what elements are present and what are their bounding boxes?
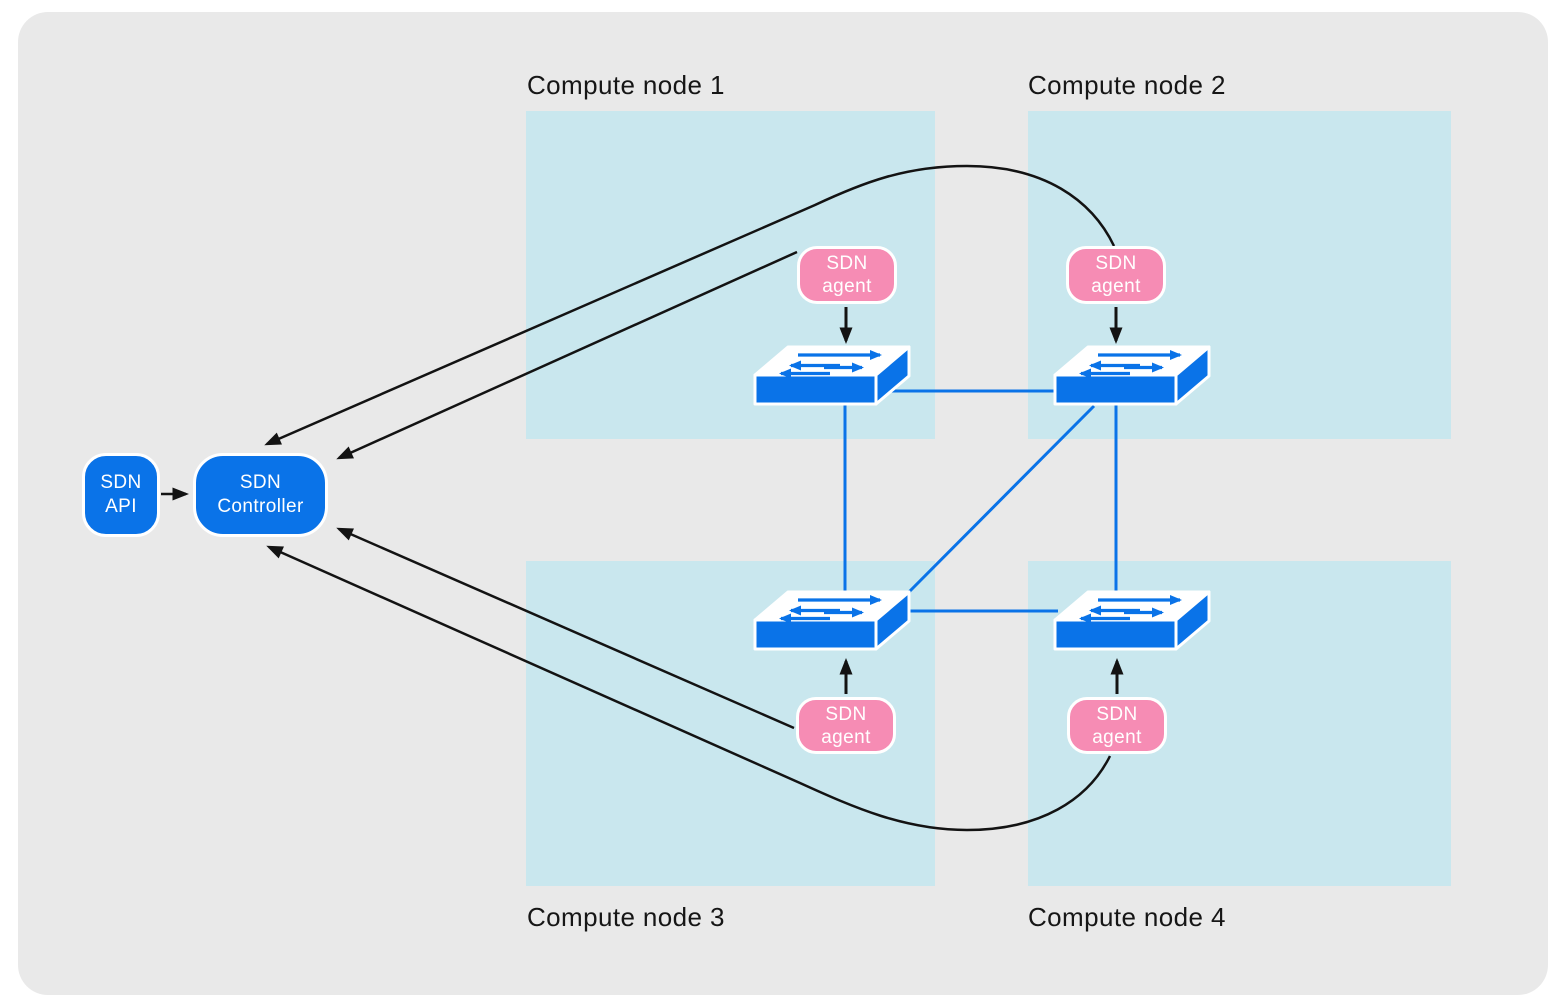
sdn-controller-box: SDN Controller	[193, 453, 328, 537]
sdn-agent-box-1: SDN agent	[797, 246, 897, 304]
sdn-agent-box-3: SDN agent	[796, 697, 896, 754]
sdn-agent-1-line1: SDN	[826, 253, 868, 274]
switch-link-lines	[843, 389, 1118, 613]
sdn-agent-4-line2: agent	[1092, 726, 1142, 748]
sdn-controller-label-line2: Controller	[217, 496, 304, 517]
network-switch-icon-3	[755, 592, 909, 649]
compute-node-2-label: Compute node 2	[1028, 70, 1226, 100]
sdn-agent-4-line1: SDN	[1096, 703, 1138, 725]
sdn-api-box: SDN API	[82, 453, 160, 537]
sdn-agent-3-line2: agent	[821, 726, 871, 748]
agent-switch-arrows	[839, 307, 1124, 694]
sdn-controller-label-line1: SDN	[239, 472, 282, 493]
arrow-agent3-to-controller	[336, 527, 795, 730]
compute-node-3-label: Compute node 3	[527, 902, 725, 932]
network-switch-icon-4	[1055, 592, 1209, 649]
sdn-agent-3-line1: SDN	[825, 703, 867, 725]
arrow-agent4-to-controller	[266, 545, 1112, 832]
compute-node-1-label: Compute node 1	[527, 70, 725, 100]
sdn-api-label-line1: SDN	[100, 472, 142, 493]
sdn-agent-box-4: SDN agent	[1067, 697, 1167, 754]
sdn-agent-1-line2: agent	[822, 276, 872, 297]
network-switch-icon-2	[1055, 347, 1209, 404]
network-switch-icon-1	[755, 347, 909, 404]
sdn-agent-2-line2: agent	[1091, 276, 1141, 297]
sdn-agent-box-2: SDN agent	[1066, 246, 1166, 304]
link-switch2-switch3	[901, 404, 1096, 600]
arrow-agent2-to-controller	[264, 164, 1116, 446]
sdn-agent-2-line1: SDN	[1095, 253, 1137, 274]
arrow-agent1-to-controller	[336, 250, 798, 460]
controller-arrows	[161, 164, 1116, 832]
compute-node-4-label: Compute node 4	[1028, 902, 1226, 932]
sdn-api-label-line2: API	[105, 496, 137, 517]
